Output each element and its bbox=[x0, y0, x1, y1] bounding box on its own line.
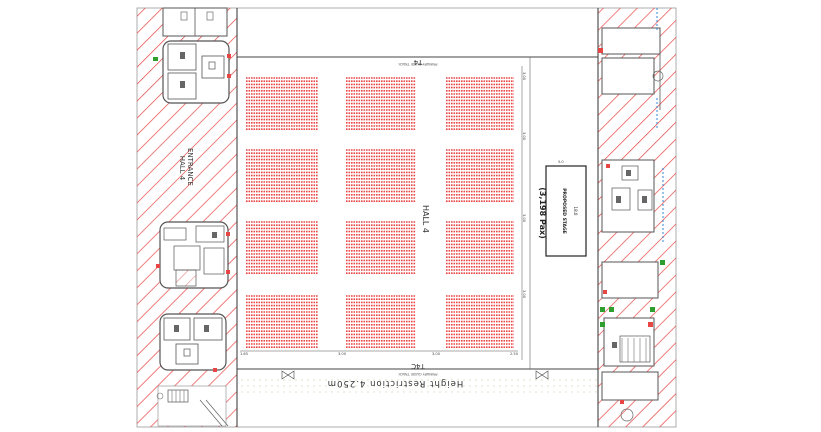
left-service-block-middle bbox=[156, 221, 230, 289]
right-service-rooms bbox=[601, 27, 661, 401]
hall-boundary bbox=[236, 8, 599, 427]
grid-label-t4: T4 bbox=[413, 58, 423, 66]
height-restriction-label: Height Restriction 4.250m bbox=[327, 378, 463, 388]
stage-size-label: 18.0 bbox=[573, 207, 578, 216]
dim-stage-gap: 5.0 bbox=[558, 160, 564, 164]
dim-aisle-top: 3.00 bbox=[522, 72, 526, 81]
right-lower-circle bbox=[620, 408, 634, 422]
grid-label-t4c: T4C bbox=[411, 362, 426, 370]
dim-aisle-bottom: 3.00 bbox=[338, 352, 347, 356]
left-stair-block bbox=[156, 385, 229, 427]
seating-area bbox=[246, 77, 514, 349]
left-service-block-top bbox=[162, 7, 228, 37]
guide-track-label-top: PRIMARY GUIDE TRACK bbox=[398, 62, 438, 66]
seating-block bbox=[346, 149, 416, 202]
hall-name-label: HALL 4 bbox=[421, 205, 430, 233]
room-icons-right bbox=[612, 170, 647, 348]
left-service-block-lower bbox=[159, 313, 227, 372]
water-lines bbox=[656, 8, 664, 244]
entrance-label: ENTRANCE HALL 4 bbox=[178, 148, 194, 188]
seating-block bbox=[446, 295, 514, 349]
dim-aisle-side: 2.50 bbox=[510, 352, 519, 356]
dim-aisle-mid: 3.00 bbox=[522, 132, 526, 141]
left-service-block-upper bbox=[162, 40, 231, 104]
dimension-labels: 3.00 3.00 3.00 3.00 2.50 5.0 1.65 3.00 3… bbox=[240, 72, 564, 356]
seating-block bbox=[346, 221, 416, 275]
seating-block bbox=[446, 221, 514, 275]
height-restriction-strip bbox=[237, 375, 598, 397]
guide-track-label-bottom: PRIMARY GUIDE TRACK bbox=[398, 372, 438, 376]
seating-block bbox=[246, 77, 318, 130]
dim-aisle-lower: 3.00 bbox=[522, 290, 526, 299]
dimension-ticks bbox=[240, 66, 523, 360]
exit-sign-left bbox=[153, 57, 158, 61]
proposed-stage: PROPOSED STAGE 18.0 bbox=[545, 165, 587, 257]
seating-block bbox=[246, 149, 318, 202]
seating-block bbox=[446, 149, 514, 202]
dim-aisle-center: 3.00 bbox=[522, 214, 526, 223]
right-feature-circle bbox=[652, 70, 664, 82]
seating-block bbox=[246, 221, 318, 275]
seating-block bbox=[246, 295, 318, 349]
stage-label: PROPOSED STAGE bbox=[561, 188, 567, 234]
stair-lines-right bbox=[621, 338, 647, 362]
capacity-label: (3,198 Pax) bbox=[538, 187, 547, 239]
seating-block bbox=[346, 295, 416, 349]
seating-block bbox=[346, 77, 416, 130]
dim-aisle-bottom-2: 3.00 bbox=[432, 352, 441, 356]
dim-left: 1.65 bbox=[240, 352, 248, 356]
seating-block bbox=[446, 77, 514, 130]
exit-markers-right bbox=[598, 48, 665, 404]
